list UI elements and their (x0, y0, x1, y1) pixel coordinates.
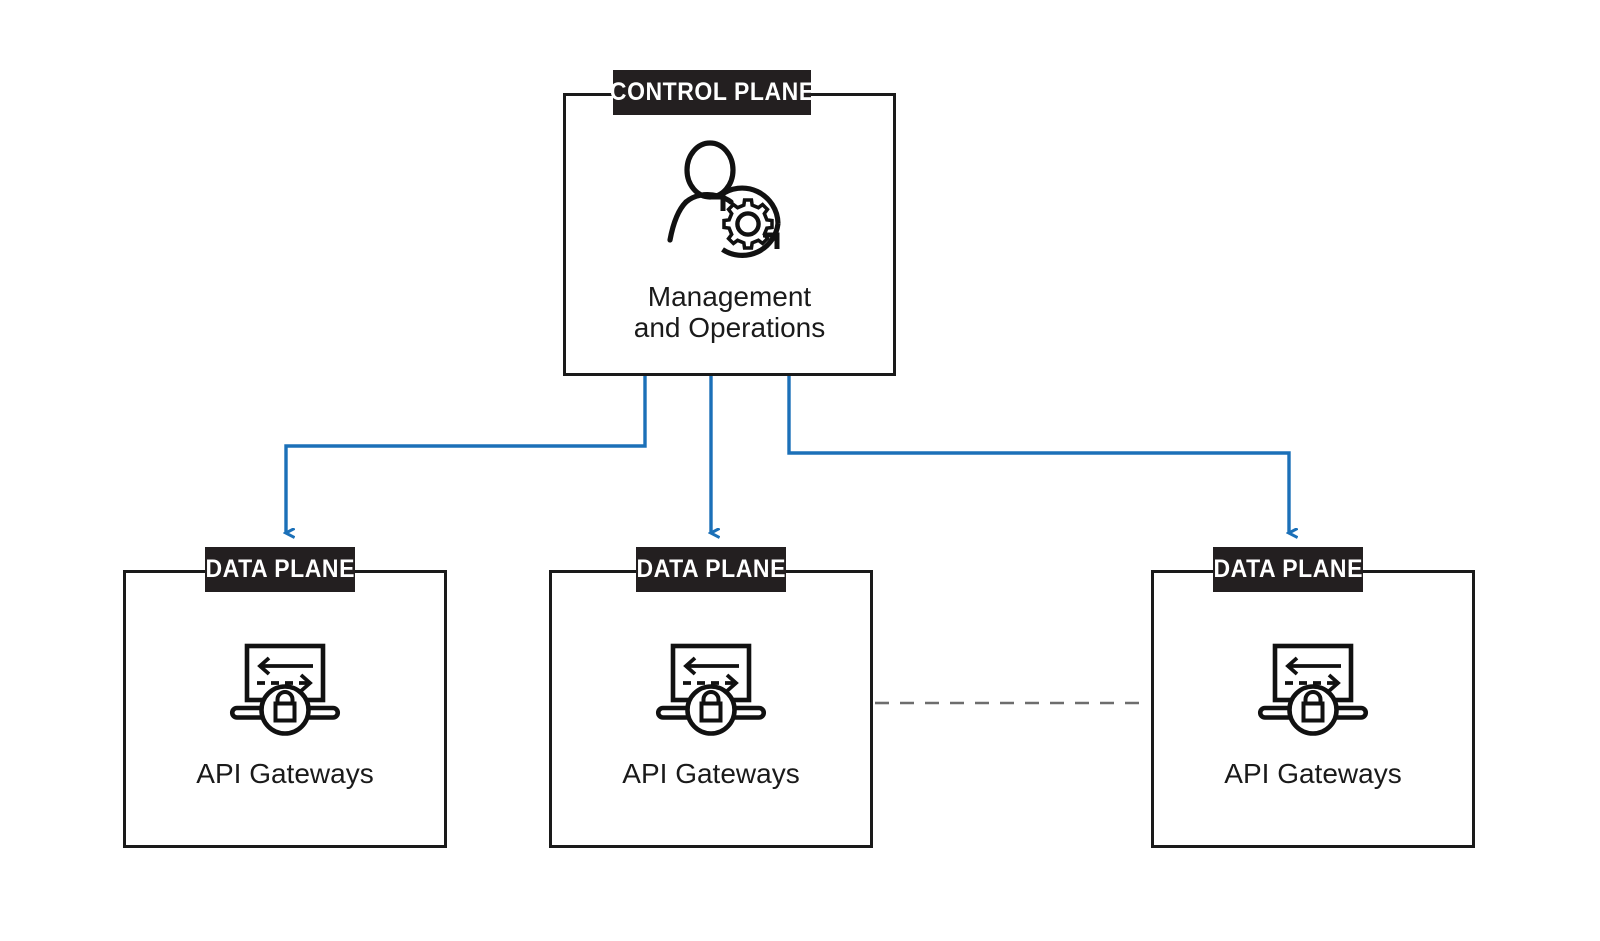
data-plane-banner-2: DATA PLANE (636, 547, 786, 592)
person-gear-operations-icon (666, 140, 781, 258)
data-plane-banner-label-3: DATA PLANE (1213, 555, 1363, 583)
control-plane-content: Management and Operations (563, 140, 896, 344)
control-plane-banner: CONTROL PLANE (610, 70, 814, 115)
control-plane-banner-label: CONTROL PLANE (609, 78, 815, 106)
api-gateway-lock-icon (656, 643, 766, 736)
data-plane-node-label-2: API Gateways (622, 758, 800, 789)
data-plane-banner-label-2: DATA PLANE (636, 555, 786, 583)
data-plane-banner-1: DATA PLANE (205, 547, 355, 592)
data-plane-content-1: API Gateways (123, 640, 447, 789)
data-plane-node-label-1: API Gateways (196, 758, 374, 789)
api-gateway-lock-icon (230, 643, 340, 736)
connector-control-to-data-right (787, 376, 1289, 533)
data-plane-content-3: API Gateways (1151, 640, 1475, 789)
control-plane-node-label: Management and Operations (633, 281, 826, 344)
data-plane-banner-3: DATA PLANE (1213, 547, 1363, 592)
api-gateway-lock-icon (1258, 643, 1368, 736)
data-plane-banner-label-1: DATA PLANE (205, 555, 355, 583)
connector-control-to-data-left (286, 376, 647, 533)
data-plane-content-2: API Gateways (549, 640, 873, 789)
data-plane-node-label-3: API Gateways (1224, 758, 1402, 789)
